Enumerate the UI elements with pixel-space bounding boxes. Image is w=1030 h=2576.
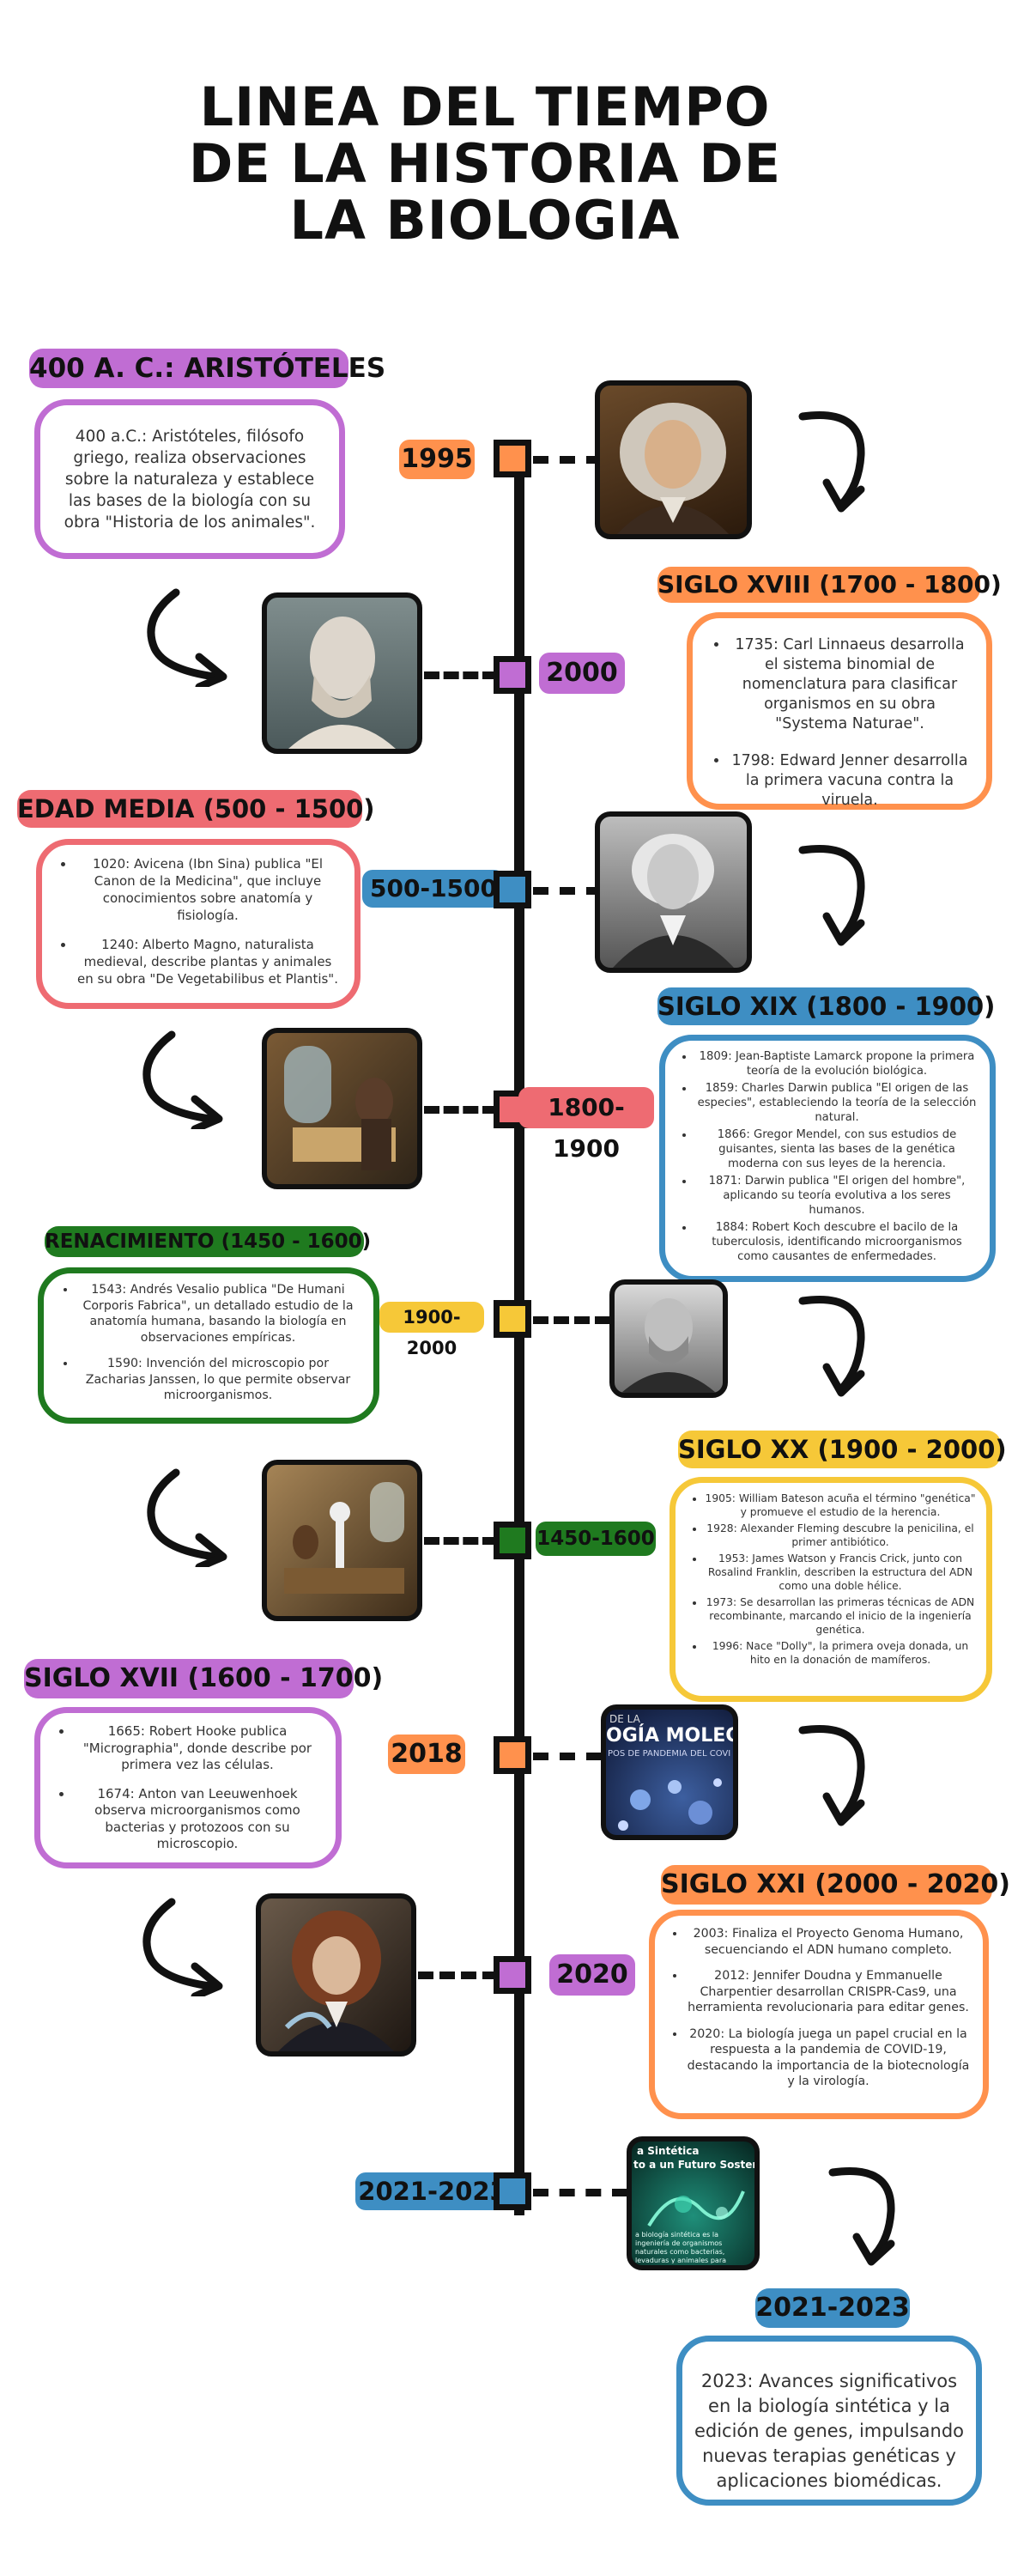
bust-aristotle-image	[262, 592, 422, 754]
year-label-1900-2000: 1900-2000	[379, 1302, 484, 1358]
list-item: 1674: Anton van Leeuwenhoek observa micr…	[73, 1786, 322, 1853]
timeline-marker-1900-2000	[494, 1300, 531, 1338]
list-item: 2003: Finaliza el Proyecto Genoma Humano…	[686, 1926, 971, 1958]
card-siglo-xviii: 1735: Carl Linnaeus desarrolla el sistem…	[687, 612, 992, 810]
connector-1450-1600	[424, 1537, 498, 1545]
heading-siglo-xvii: SIGLO XVII (1600 - 1700)	[24, 1659, 383, 1698]
list-item: 1665: Robert Hooke publica "Micrographia…	[73, 1723, 322, 1774]
list-item: 1973: Se desarrollan las primeras técnic…	[705, 1595, 976, 1637]
connector-2000	[424, 671, 498, 679]
list-item: 1884: Robert Koch descubre el bacilo de …	[694, 1220, 979, 1264]
list-item: 1996: Nace "Dolly", la primera oveja don…	[705, 1639, 976, 1667]
card-siglo-xx: 1905: William Bateson acuña el término "…	[670, 1477, 992, 1702]
timeline-marker-1995	[494, 440, 531, 477]
card-aristoteles-text: 400 a.C.: Aristóteles, filósofo griego, …	[64, 428, 316, 532]
timeline-marker-1450-1600	[494, 1522, 531, 1559]
year-label-2018: 2018	[388, 1735, 465, 1774]
year-label-2021-2023: 2021-2023	[355, 2172, 510, 2210]
year-label-2020: 2020	[549, 1954, 635, 1996]
list-item: 1928: Alexander Fleming descubre la peni…	[705, 1522, 976, 1549]
synthetic-image-title-2: to a un Futuro Sostenib	[633, 2159, 760, 2171]
list-item: 1953: James Watson y Francis Crick, junt…	[705, 1552, 976, 1593]
heading-siglo-xix: SIGLO XIX (1800 - 1900)	[657, 987, 995, 1025]
card-edad-media-list: 1020: Avicena (Ibn Sina) publica "El Can…	[56, 855, 341, 987]
card-2021-2023: 2023: Avances significativos en la biolo…	[676, 2336, 982, 2506]
medieval-scholar-image	[262, 1028, 422, 1189]
list-item: 1020: Avicena (Ibn Sina) publica "El Can…	[75, 855, 341, 924]
card-siglo-xxi-list: 2003: Finaliza el Proyecto Genoma Humano…	[667, 1926, 971, 2090]
card-2021-2023-text: 2023: Avances significativos en la biolo…	[694, 2371, 965, 2491]
molecular-image-subtitle: POS DE PANDEMIA DEL COVI	[608, 1749, 731, 1759]
timeline-marker-2018	[494, 1736, 531, 1774]
list-item: 1735: Carl Linnaeus desarrolla el sistem…	[729, 635, 971, 734]
heading-siglo-xxi: SIGLO XXI (2000 - 2020)	[661, 1865, 1010, 1905]
curved-arrow-icon	[142, 1030, 223, 1129]
card-siglo-xviii-list: 1735: Carl Linnaeus desarrolla el sistem…	[710, 635, 971, 811]
card-edad-media: 1020: Avicena (Ibn Sina) publica "El Can…	[36, 839, 360, 1009]
list-item: 1866: Gregor Mendel, con sus estudios de…	[694, 1127, 979, 1171]
synthetic-biology-image: a Sintética to a un Futuro Sostenib a bi…	[627, 2136, 760, 2270]
portrait-bateson-image	[609, 1279, 728, 1398]
curved-arrow-icon	[798, 411, 865, 513]
list-item: 1809: Jean-Baptiste Lamarck propone la p…	[694, 1049, 979, 1078]
heading-2021-2023: 2021-2023	[755, 2288, 910, 2328]
timeline-marker-2000	[494, 656, 531, 694]
curved-arrow-icon	[147, 1468, 227, 1567]
heading-siglo-xviii: SIGLO XVIII (1700 - 1800)	[657, 567, 1002, 603]
anatomy-study-image	[262, 1460, 422, 1621]
year-label-500-1500: 500-1500	[362, 870, 505, 908]
card-siglo-xxi: 2003: Finaliza el Proyecto Genoma Humano…	[649, 1910, 989, 2119]
list-item: 2020: La biología juega un papel crucial…	[686, 2026, 971, 2090]
list-item: 1240: Alberto Magno, naturalista medieva…	[75, 936, 341, 987]
year-label-1800-1900: 1800-1900	[518, 1087, 654, 1163]
year-label-2000: 2000	[539, 653, 625, 694]
connector-500-1500	[533, 887, 602, 895]
timeline-marker-500-1500	[494, 871, 531, 908]
portrait-jenner-image	[595, 811, 752, 973]
card-siglo-xvii-list: 1665: Robert Hooke publica "Micrographia…	[54, 1723, 322, 1853]
connector-2021-2023	[533, 2189, 627, 2196]
connector-2018	[533, 1753, 602, 1760]
connector-2020	[418, 1971, 498, 1979]
connector-1995	[533, 456, 602, 464]
card-siglo-xix-list: 1809: Jean-Baptiste Lamarck propone la p…	[676, 1049, 979, 1264]
synthetic-image-body: a biología sintética es la ingeniería de…	[635, 2231, 727, 2263]
curved-arrow-icon	[142, 1898, 223, 1996]
card-siglo-xix: 1809: Jean-Baptiste Lamarck propone la p…	[659, 1035, 996, 1282]
year-label-1995: 1995	[399, 440, 475, 479]
list-item: 1859: Charles Darwin publica "El origen …	[694, 1081, 979, 1125]
molecular-biology-image: DE LA OGÍA MOLECULA POS DE PANDEMIA DEL …	[601, 1704, 738, 1840]
year-label-1450-1600: 1450-1600	[536, 1522, 656, 1556]
list-item: 1590: Invención del microscopio por Zach…	[76, 1356, 360, 1404]
list-item: 1543: Andrés Vesalio publica "De Humani …	[76, 1282, 360, 1346]
list-item: 1798: Edward Jenner desarrolla la primer…	[729, 751, 971, 811]
curved-arrow-icon	[798, 1296, 865, 1397]
heading-aristoteles: 400 A. C.: ARISTÓTELES	[29, 349, 385, 388]
card-renacimiento: 1543: Andrés Vesalio publica "De Humani …	[38, 1267, 379, 1424]
portrait-hooke-image	[256, 1893, 416, 2057]
timeline-marker-2020	[494, 1956, 531, 1994]
connector-1800-1900	[424, 1106, 498, 1114]
heading-renacimiento: RENACIMIENTO (1450 - 1600)	[45, 1226, 371, 1257]
list-item: 1871: Darwin publica "El origen del homb…	[694, 1174, 979, 1218]
molecular-image-top-text: DE LA	[609, 1713, 640, 1725]
curved-arrow-icon	[798, 845, 865, 946]
page-title: LINEA DEL TIEMPO DE LA HISTORIA DE LA BI…	[188, 76, 782, 252]
curved-arrow-icon	[828, 2167, 895, 2266]
curved-arrow-icon	[798, 1725, 865, 1826]
card-siglo-xvii: 1665: Robert Hooke publica "Micrographia…	[34, 1707, 342, 1868]
synthetic-image-title-1: a Sintética	[637, 2145, 700, 2157]
connector-1900-2000	[533, 1316, 610, 1324]
portrait-linnaeus-image	[595, 380, 752, 539]
list-item: 1905: William Bateson acuña el término "…	[705, 1492, 976, 1519]
heading-siglo-xx: SIGLO XX (1900 - 2000)	[678, 1431, 1007, 1468]
heading-edad-media: EDAD MEDIA (500 - 1500)	[17, 790, 375, 828]
molecular-image-title: OGÍA MOLECULA	[606, 1725, 738, 1747]
list-item: 2012: Jennifer Doudna y Emmanuelle Charp…	[686, 1968, 971, 2016]
card-aristoteles: 400 a.C.: Aristóteles, filósofo griego, …	[34, 399, 345, 559]
curved-arrow-icon	[147, 588, 227, 687]
timeline-marker-2021-2023	[494, 2172, 531, 2210]
card-renacimiento-list: 1543: Andrés Vesalio publica "De Humani …	[58, 1282, 360, 1404]
card-siglo-xx-list: 1905: William Bateson acuña el término "…	[686, 1492, 976, 1667]
